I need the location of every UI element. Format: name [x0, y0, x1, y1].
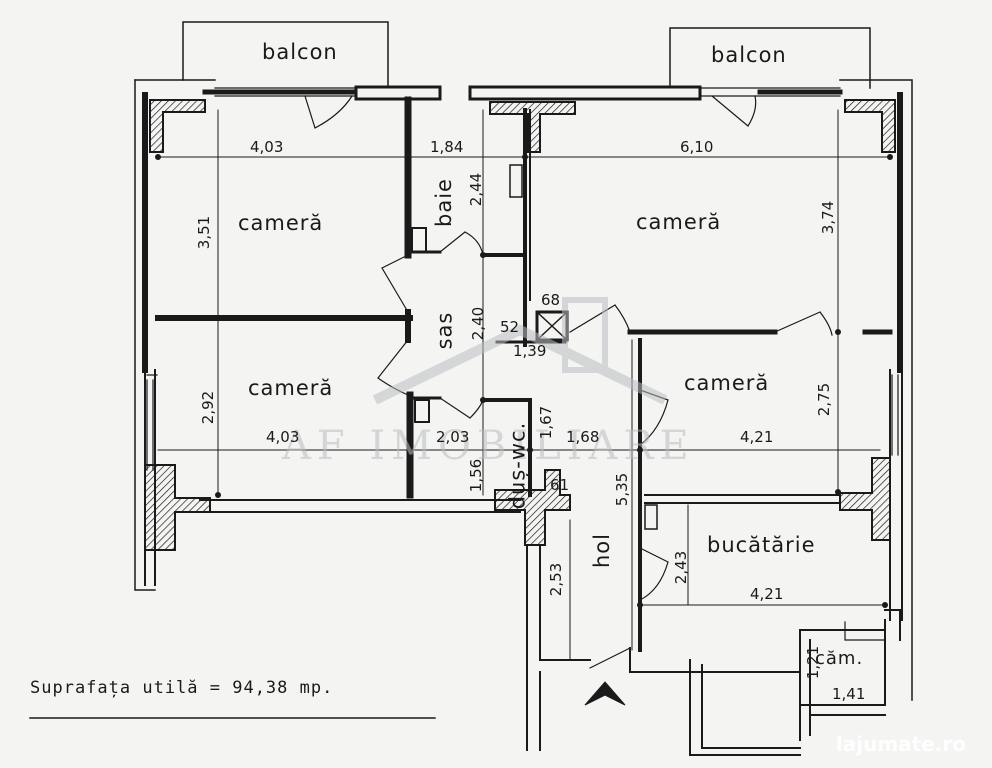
dim-168: 1,68 — [566, 428, 600, 446]
window-balcon-right — [699, 87, 841, 97]
dim-351: 3,51 — [195, 215, 214, 250]
pillar-bottom-left — [144, 464, 211, 551]
dim-275: 2,75 — [815, 382, 834, 417]
wall-camara — [799, 619, 886, 741]
window-balcon-left — [214, 87, 356, 97]
label-camera-top-right: cameră — [636, 210, 722, 234]
dim-184: 1,84 — [430, 138, 464, 156]
door-baie — [439, 231, 484, 256]
label-camara: căm. — [815, 648, 864, 669]
door-camera-tr — [569, 304, 631, 333]
wall-top-left-block — [354, 85, 442, 101]
label-balcon-right: balcon — [711, 43, 787, 67]
door-entry — [589, 647, 631, 669]
dim-374: 3,74 — [819, 200, 838, 235]
wall-top-mid-block — [468, 85, 702, 101]
pillar-top-left — [149, 99, 206, 153]
dim-203: 2,03 — [436, 428, 470, 446]
dim-403-bottom: 4,03 — [266, 428, 300, 446]
baie-vent — [411, 227, 427, 253]
dim-240: 2,40 — [469, 306, 488, 341]
dus-vent — [414, 399, 430, 423]
dim-253: 2,53 — [547, 562, 566, 597]
dim-421-bottom: 4,21 — [750, 585, 784, 603]
watermark-text: AF IMOBILIARE — [282, 423, 695, 469]
label-balcon-left: balcon — [262, 40, 338, 64]
surface-area-text: Suprafața utilă = 94,38 mp. — [30, 678, 334, 698]
outer-boundary-left — [134, 79, 156, 591]
pillar-top-mid — [489, 101, 576, 153]
label-camera-mid-right: cameră — [684, 371, 770, 395]
wall-bottom-right — [884, 609, 901, 641]
pillar-right — [839, 457, 891, 541]
label-camera-top-left: cameră — [238, 211, 324, 235]
dim-610: 6,10 — [680, 138, 714, 156]
label-baie: baie — [431, 178, 456, 227]
dim-121: 1,21 — [804, 645, 823, 680]
kitchen-vent — [644, 504, 658, 530]
dim-52: 52 — [500, 318, 520, 336]
dim-535: 5,35 — [613, 472, 632, 507]
door-camara — [844, 621, 886, 641]
label-hol: hol — [590, 533, 614, 568]
site-logo: lajumate.ro — [835, 732, 966, 756]
door-balcon-left — [304, 95, 353, 129]
wall-hol-bottom — [539, 647, 801, 751]
dim-167: 1,67 — [537, 405, 556, 440]
door-balcon-right — [711, 95, 757, 127]
watermark-logo — [372, 297, 668, 405]
dim-61: 61 — [550, 476, 570, 494]
dim-292: 2,92 — [199, 390, 218, 425]
baie-fixture — [509, 164, 523, 198]
dim-139: 1,39 — [513, 342, 547, 360]
door-kitchen — [639, 547, 669, 601]
label-sas: sas — [432, 311, 457, 350]
dim-243: 2,43 — [672, 550, 691, 585]
window-right — [891, 374, 899, 456]
label-camera-bottom-left: cameră — [248, 376, 334, 400]
entry-arrow — [584, 681, 626, 706]
window-left — [146, 374, 158, 471]
dim-421-mid: 4,21 — [740, 428, 774, 446]
balcony-right-outline — [669, 27, 871, 89]
pillar-mid — [494, 469, 571, 546]
balcony-left-outline — [182, 21, 389, 89]
wall-bottom-left — [199, 499, 521, 513]
door-camera-tr2 — [774, 311, 833, 336]
dim-141: 1,41 — [832, 685, 866, 703]
dim-403-top: 4,03 — [250, 138, 284, 156]
dim-68: 68 — [541, 291, 561, 309]
outer-boundary-top-right — [839, 79, 913, 701]
pillar-top-right — [844, 99, 896, 153]
wall-stair-box — [689, 659, 801, 756]
door-dus — [439, 397, 484, 419]
label-dus-wc: duș-wc. — [505, 421, 530, 510]
dim-244: 2,44 — [467, 172, 486, 207]
label-bucatarie: bucătărie — [707, 533, 816, 557]
dim-156: 1,56 — [467, 458, 486, 493]
door-camera-tl — [381, 254, 409, 313]
